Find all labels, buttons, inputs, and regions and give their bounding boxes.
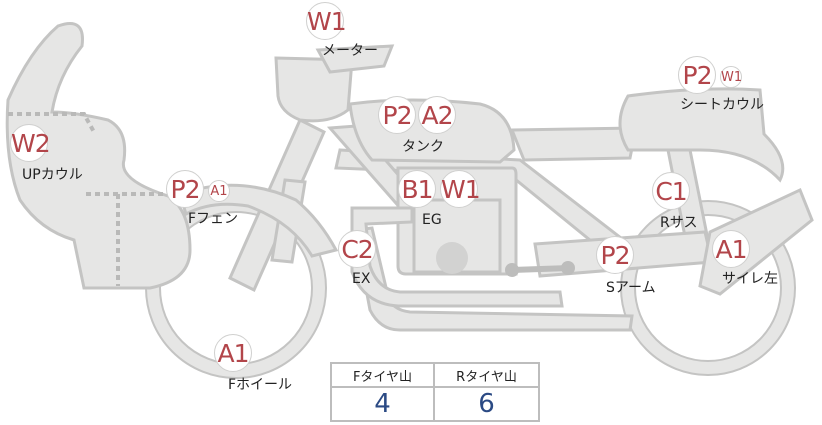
front-wheel-label: Fホイール bbox=[228, 377, 293, 393]
seat-shape bbox=[509, 126, 638, 162]
engine-grade-badge: B1 bbox=[398, 170, 436, 208]
rear-tire-tread-header: Rタイヤ山 bbox=[435, 364, 538, 388]
silencer-grade-badge: A1 bbox=[712, 230, 750, 268]
up-cowl-shape bbox=[5, 22, 192, 290]
front-fender-shape bbox=[178, 183, 339, 258]
up-cowl-grade-badge: W2 bbox=[10, 124, 51, 162]
front-wheel-grade-badge: A1 bbox=[214, 334, 252, 372]
front-tire-tread-header: Fタイヤ山 bbox=[332, 364, 435, 388]
engine-grade-badge-secondary: W1 bbox=[440, 170, 481, 208]
silencer-label: サイレ左 bbox=[722, 271, 778, 287]
tank-grade-badge: P2 bbox=[378, 96, 416, 134]
meter-stay-shape bbox=[315, 44, 395, 74]
front-tire-tread-value: 4 bbox=[332, 388, 435, 420]
tank-label: タンク bbox=[402, 139, 444, 155]
exhaust-pipe-shape bbox=[350, 206, 564, 308]
swing-arm-label: Sアーム bbox=[606, 280, 656, 296]
exhaust-grade-badge: C2 bbox=[338, 230, 376, 268]
front-fender-label: Fフェン bbox=[188, 211, 239, 227]
meter-shape bbox=[274, 56, 354, 123]
seat-cowl-grade-badge: P2 bbox=[678, 56, 716, 94]
exhaust-label: EX bbox=[352, 271, 371, 287]
rear-tire-tread-value: 6 bbox=[478, 389, 495, 419]
front-fender-grade-badge-secondary: A1 bbox=[208, 180, 230, 202]
seat-cowl-grade-badge-secondary: W1 bbox=[720, 66, 742, 88]
silencer-shape bbox=[698, 187, 814, 296]
up-cowl-label: UPカウル bbox=[22, 167, 83, 183]
swing-arm-grade-badge: P2 bbox=[596, 236, 634, 274]
tank-grade-badge-secondary: A2 bbox=[418, 96, 456, 134]
meter-label: メーター bbox=[322, 43, 378, 59]
tire-tread-table: Fタイヤ山 Rタイヤ山 4 6 bbox=[330, 362, 540, 422]
rear-suspension-label: Rサス bbox=[660, 215, 698, 231]
rear-suspension-grade-badge: C1 bbox=[652, 172, 690, 210]
seat-cowl-label: シートカウル bbox=[680, 97, 764, 113]
meter-grade-badge: W1 bbox=[306, 2, 347, 40]
rear-wheel-shape bbox=[620, 200, 796, 376]
engine-label: EG bbox=[422, 212, 442, 228]
front-fender-grade-badge: P2 bbox=[166, 170, 204, 208]
